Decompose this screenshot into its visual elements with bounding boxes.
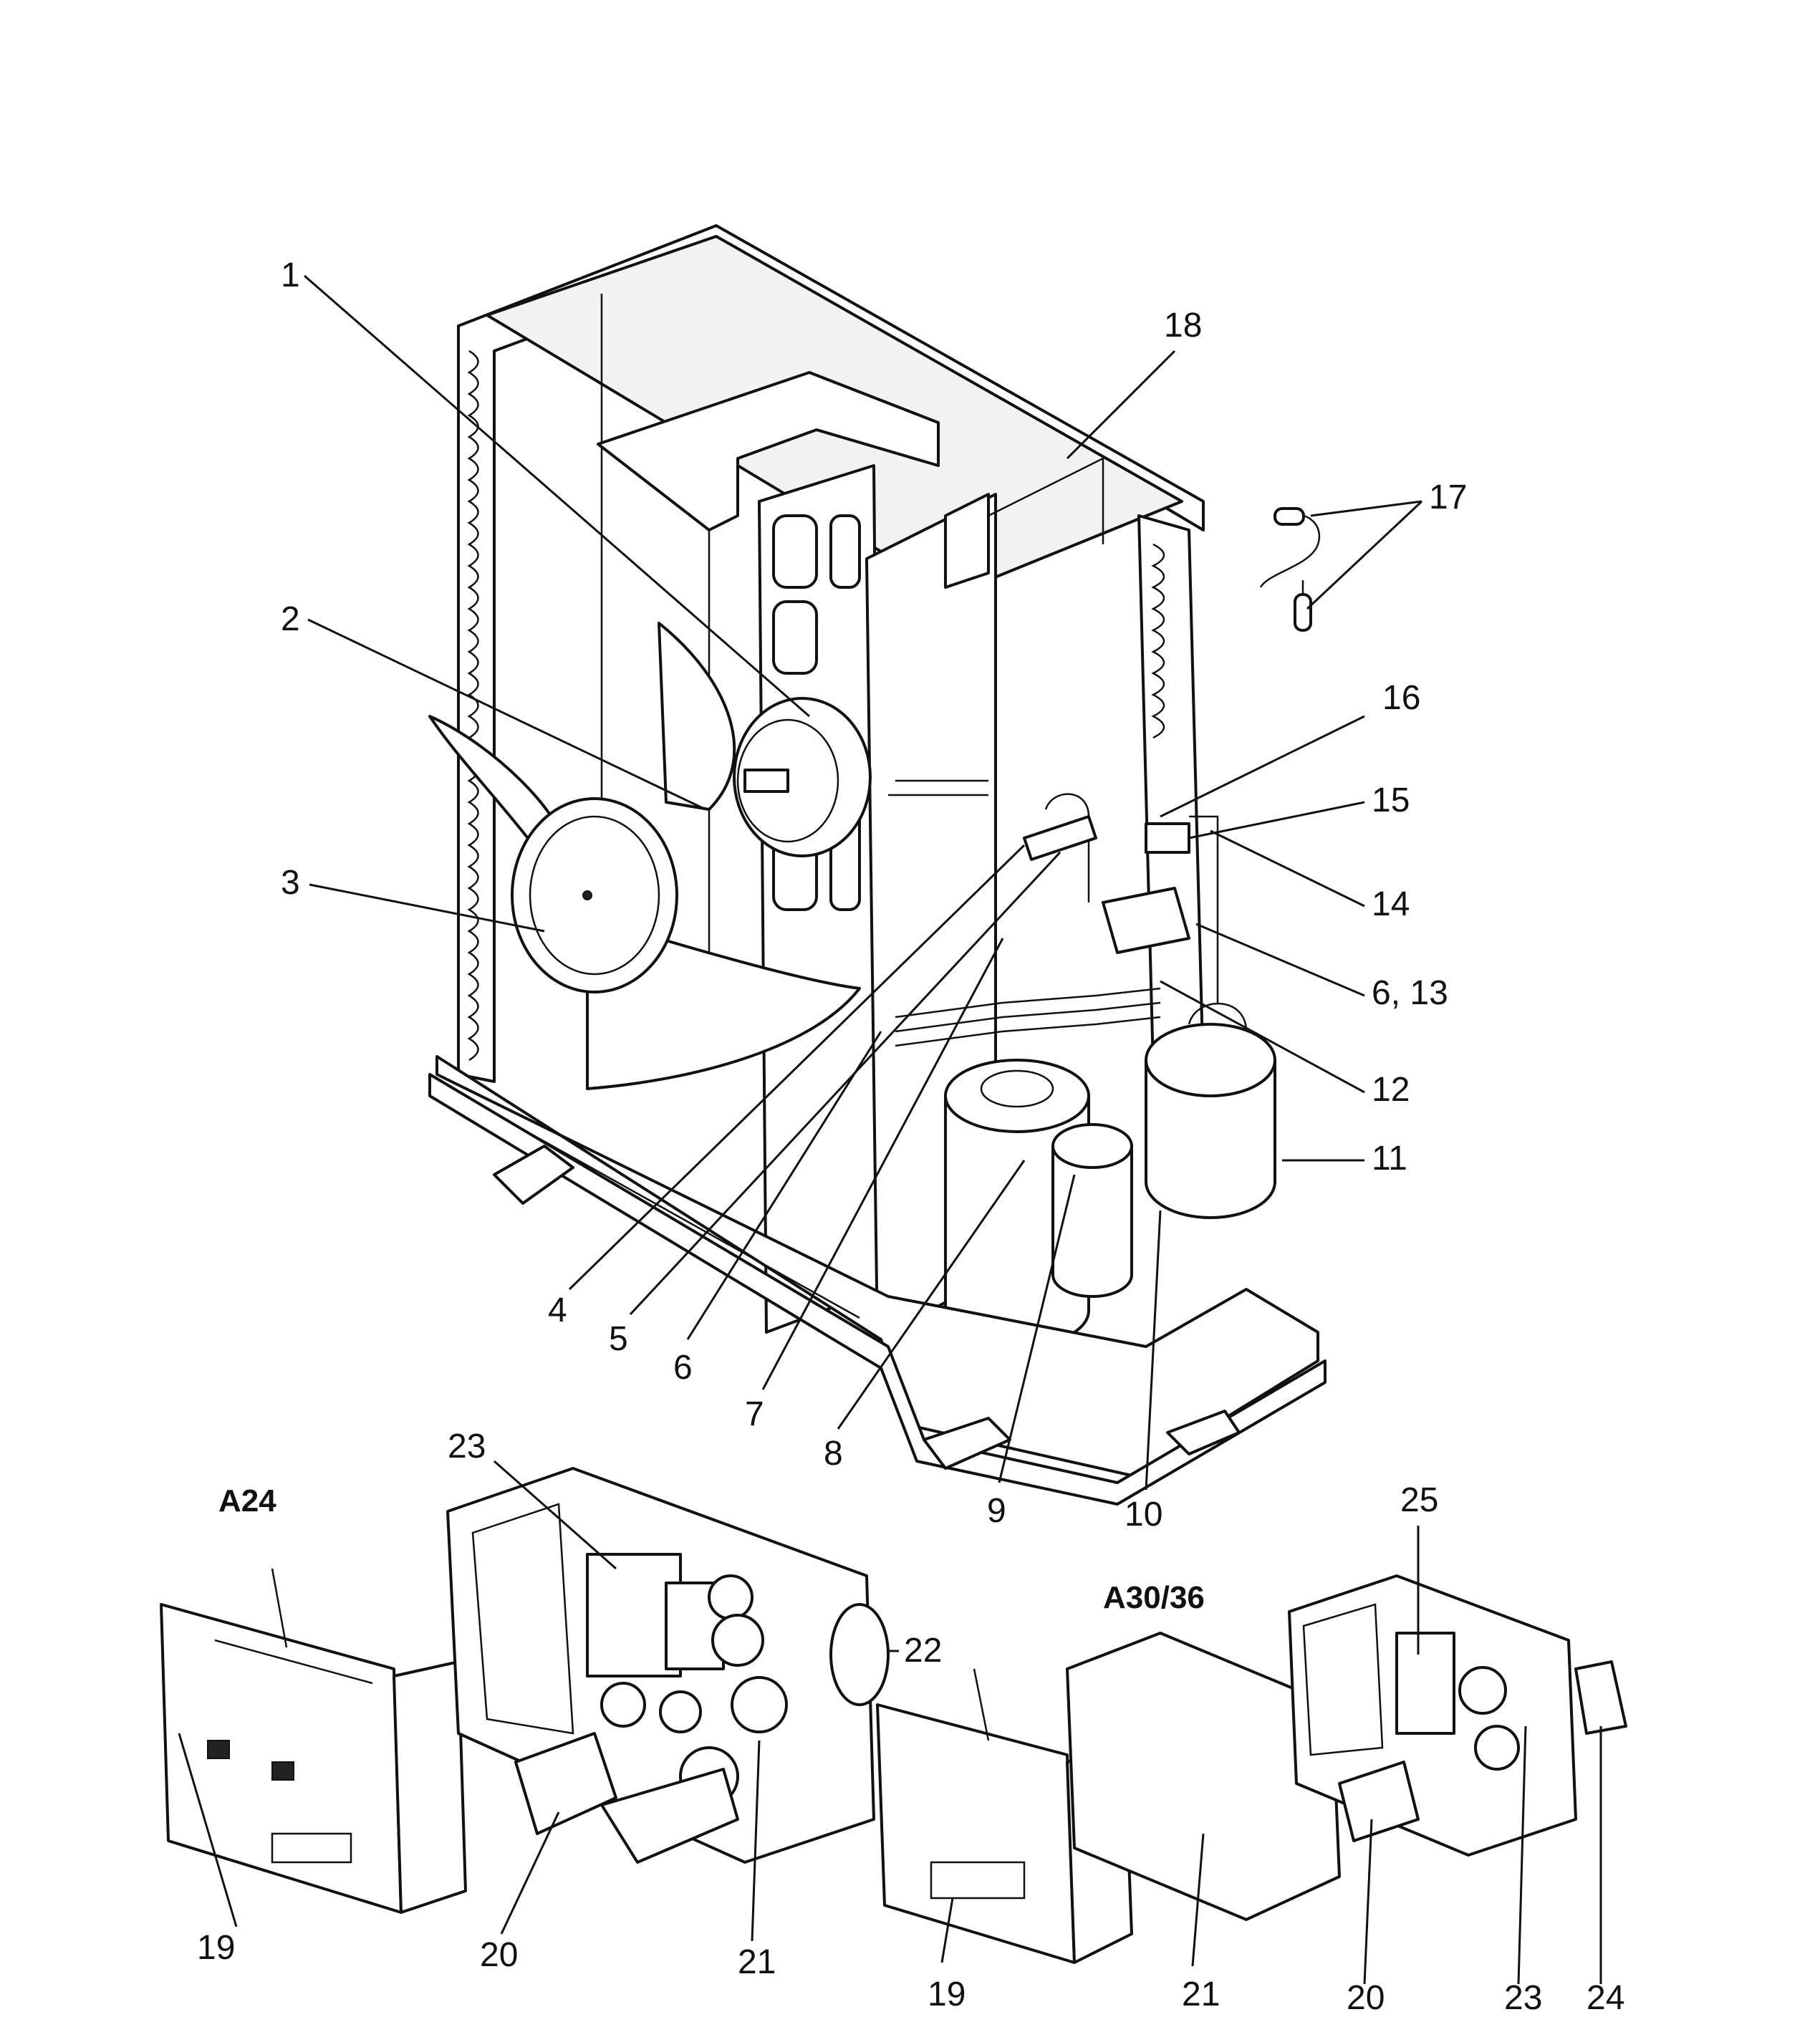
thermistor-parts	[1259, 507, 1321, 632]
callout-8: 8	[824, 1435, 843, 1473]
a30-callout-24: 24	[1587, 1979, 1624, 2017]
fan-motor	[733, 697, 872, 857]
callout-7: 7	[745, 1395, 764, 1433]
callout-14: 14	[1372, 885, 1410, 923]
callout-12: 12	[1372, 1071, 1410, 1109]
receiver-tank	[1145, 1002, 1276, 1219]
condenser-coil-left	[467, 350, 479, 1062]
variant-label-a30-36: A30/36	[1103, 1580, 1205, 1615]
callout-9: 9	[987, 1492, 1006, 1530]
a24-callout-22: 22	[904, 1632, 942, 1670]
callout-16: 16	[1382, 679, 1420, 717]
a24-callout-20: 20	[480, 1936, 518, 1974]
callout-6: 6	[673, 1349, 693, 1387]
propeller-fan	[428, 622, 861, 1090]
callout-1: 1	[281, 256, 300, 294]
callout-10: 10	[1125, 1496, 1162, 1534]
variant-label-a24: A24	[218, 1483, 276, 1518]
callout-4: 4	[548, 1291, 567, 1329]
callout-3: 3	[281, 864, 300, 902]
a24-control-box	[160, 1467, 890, 1914]
a30-callout-20: 20	[1347, 1979, 1385, 2017]
a30-36-control-box	[876, 1574, 1627, 1964]
a30-callout-19: 19	[928, 1975, 966, 2013]
callout-labels: 1 2 3 4 5 6 7 8 9 10 11 12 6, 13 14 15 1…	[197, 256, 1624, 2017]
a30-callout-25: 25	[1400, 1481, 1438, 1519]
a30-callout-21: 21	[1182, 1975, 1220, 2013]
callout-18: 18	[1164, 307, 1202, 345]
callout-6-13: 6, 13	[1372, 974, 1448, 1012]
a24-callout-21: 21	[738, 1943, 776, 1981]
leader-lines	[178, 274, 1602, 1985]
callout-17: 17	[1429, 478, 1467, 516]
a30-callout-23: 23	[1504, 1979, 1542, 2017]
callout-2: 2	[281, 600, 300, 638]
callout-5: 5	[609, 1320, 628, 1358]
a24-callout-23: 23	[448, 1428, 486, 1465]
callout-11: 11	[1372, 1140, 1407, 1178]
outdoor-unit-assembly	[428, 224, 1327, 1506]
a24-callout-19: 19	[197, 1929, 235, 1967]
callout-15: 15	[1372, 781, 1410, 819]
